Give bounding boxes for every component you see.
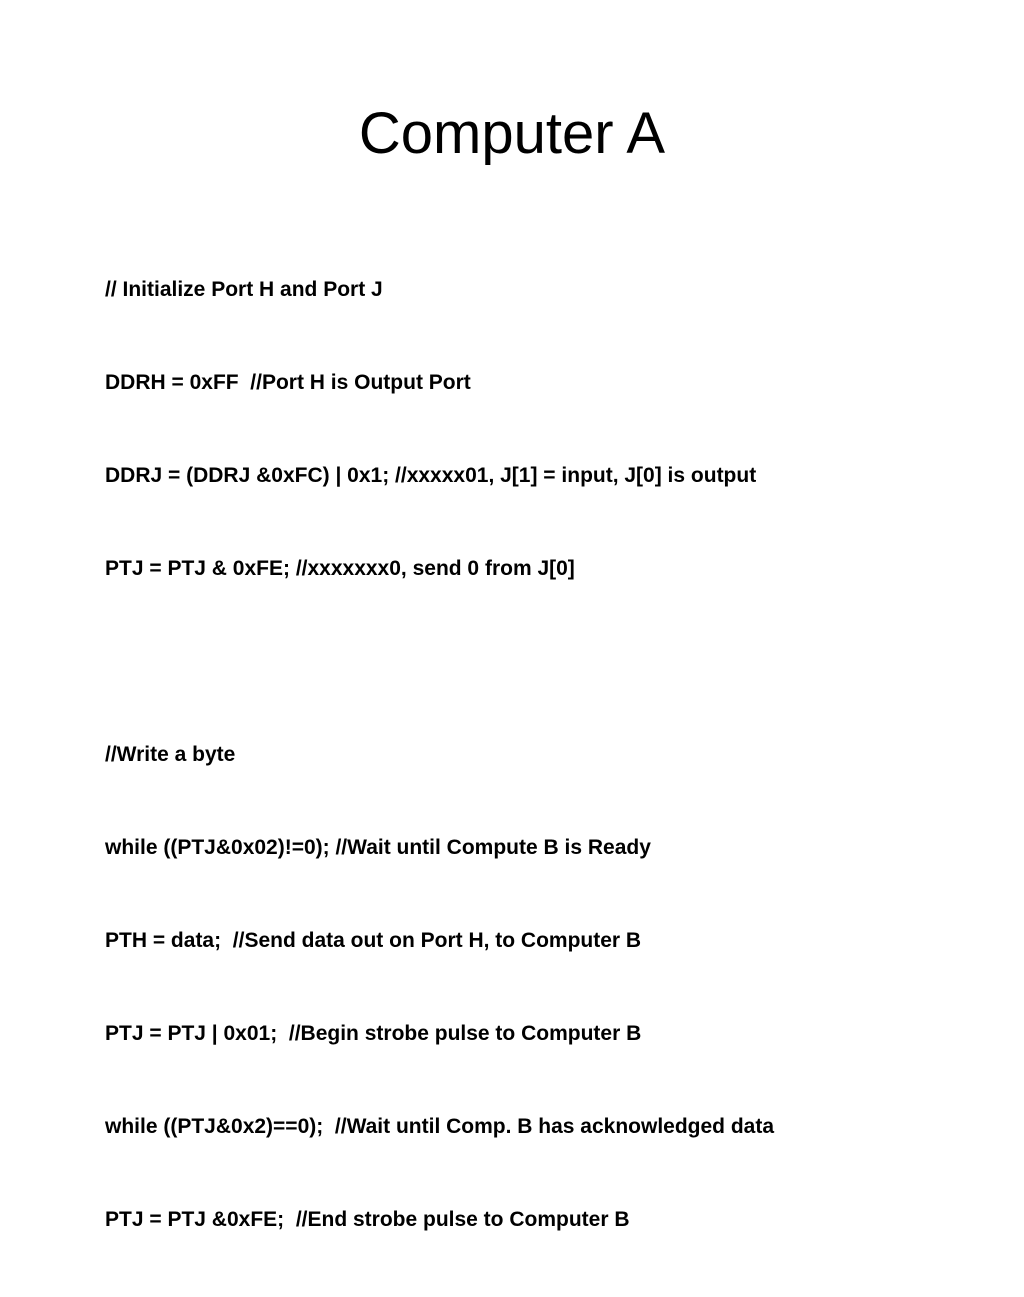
code-line-wait-ack: while ((PTJ&0x2)==0); //Wait until Comp.… <box>105 1115 775 1138</box>
blank-line <box>105 646 1005 677</box>
code-line-ptj-init: PTJ = PTJ & 0xFE; //xxxxxxx0, send 0 fro… <box>105 557 575 580</box>
code-line-pth-data: PTH = data; //Send data out on Port H, t… <box>105 929 642 952</box>
code-line-ddrh: DDRH = 0xFF //Port H is Output Port <box>105 371 471 394</box>
code-line-init-comment: // Initialize Port H and Port J <box>105 278 383 301</box>
slide-title: Computer A <box>358 101 666 166</box>
code-line-ddrj: DDRJ = (DDRJ &0xFC) | 0x1; //xxxxx01, J[… <box>105 464 757 487</box>
code-line-write-comment: //Write a byte <box>105 743 236 766</box>
code-line-wait-ready: while ((PTJ&0x02)!=0); //Wait until Comp… <box>105 836 651 859</box>
code-line-strobe-begin: PTJ = PTJ | 0x01; //Begin strobe pulse t… <box>105 1022 642 1045</box>
slide: Computer A // Initialize Port H and Port… <box>105 101 775 1231</box>
code-block: // Initialize Port H and Port J DDRH = 0… <box>105 212 1005 1297</box>
code-line-strobe-end: PTJ = PTJ &0xFE; //End strobe pulse to C… <box>105 1208 630 1231</box>
